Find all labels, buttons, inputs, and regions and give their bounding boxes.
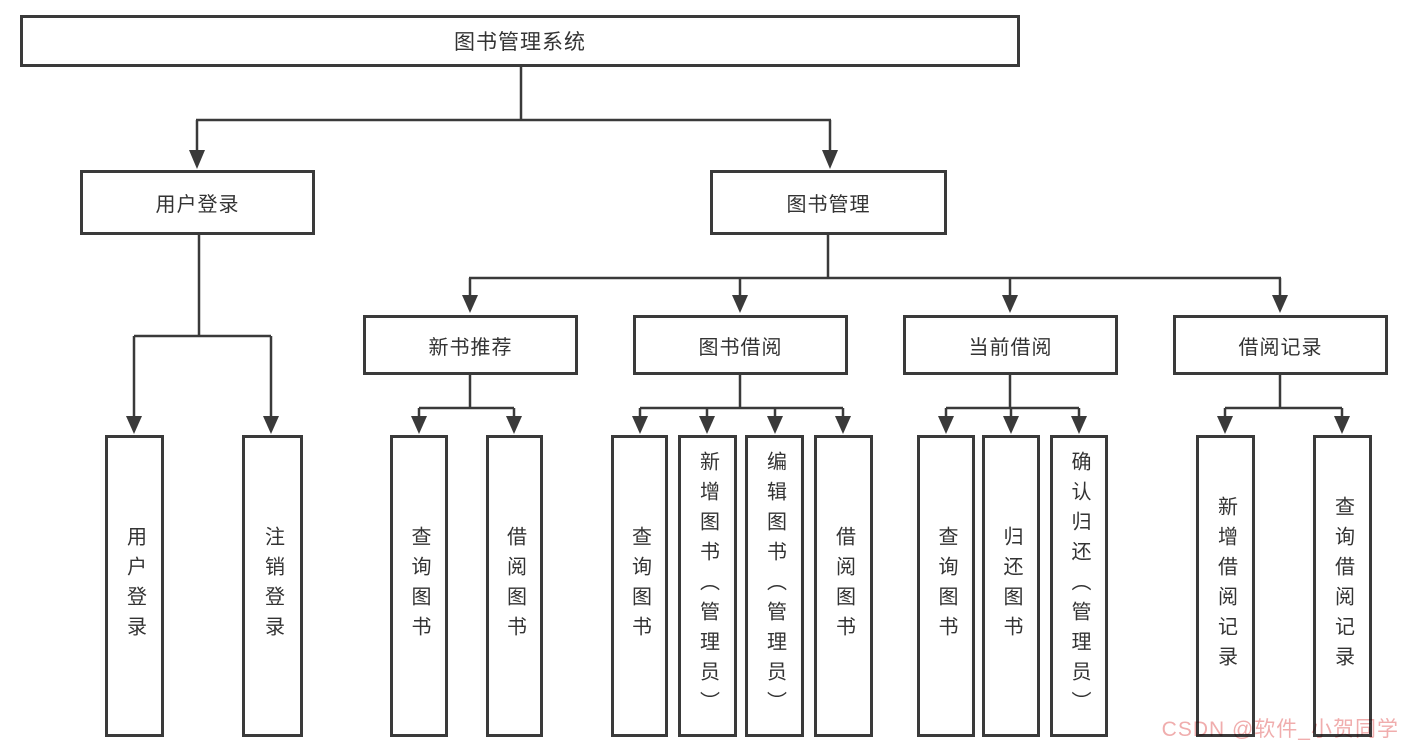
watermark: CSDN @软件_小贺同学: [1161, 718, 1399, 741]
leaf-add-books-admin: 新增图书（管理员）: [678, 435, 737, 737]
leaf-query-books-recommend: 查询图书: [390, 435, 448, 737]
leaf-query-books-borrowing: 查询图书: [611, 435, 668, 737]
leaf-edit-books-admin-label: 编辑图书（管理员）: [763, 451, 786, 721]
leaf-add-borrow-record: 新增借阅记录: [1196, 435, 1255, 737]
leaf-confirm-return-admin: 确认归还（管理员）: [1050, 435, 1108, 737]
leaf-add-books-admin-label: 新增图书（管理员）: [696, 451, 719, 721]
leaf-return-books: 归还图书: [982, 435, 1040, 737]
leaf-query-borrow-record-label: 查询借阅记录: [1331, 496, 1354, 676]
node-current-borrowing: 当前借阅: [903, 315, 1118, 375]
leaf-add-borrow-record-label: 新增借阅记录: [1214, 496, 1237, 676]
leaf-edit-books-admin: 编辑图书（管理员）: [745, 435, 804, 737]
leaf-logout: 注销登录: [242, 435, 303, 737]
node-borrowing-records: 借阅记录: [1173, 315, 1388, 375]
leaf-borrow-books-borrowing: 借阅图书: [814, 435, 873, 737]
leaf-return-books-label: 归还图书: [1000, 526, 1022, 646]
leaf-query-books-borrowing-label: 查询图书: [628, 526, 651, 646]
connector-book-borrowing-to-leaves: [632, 375, 851, 434]
node-borrowing-records-label: 借阅记录: [1238, 336, 1323, 359]
leaf-borrow-books-borrowing-label: 借阅图书: [832, 526, 855, 646]
node-root: 图书管理系统: [20, 15, 1020, 67]
connector-current-borrowing-to-leaves: [938, 375, 1087, 434]
leaf-logout-label: 注销登录: [261, 526, 284, 646]
leaf-user-login: 用户登录: [105, 435, 164, 737]
leaf-query-books-current: 查询图书: [917, 435, 975, 737]
leaf-borrow-books-recommend-label: 借阅图书: [503, 526, 526, 646]
connector-borrowing-records-to-leaves: [1217, 375, 1350, 434]
node-user-login: 用户登录: [80, 170, 315, 235]
node-book-management-label: 图书管理: [786, 194, 871, 216]
leaf-query-borrow-record: 查询借阅记录: [1313, 435, 1372, 737]
node-user-login-label: 用户登录: [155, 194, 240, 216]
connector-root-to-level2: [189, 67, 838, 169]
connector-book-management-to-level3: [462, 235, 1288, 313]
leaf-user-login-label: 用户登录: [123, 526, 146, 646]
connector-new-book-recommendation-to-leaves: [411, 375, 522, 434]
node-new-book-recommendation-label: 新书推荐: [428, 336, 513, 359]
leaf-query-books-recommend-label: 查询图书: [408, 526, 430, 646]
leaf-confirm-return-admin-label: 确认归还（管理员）: [1068, 451, 1090, 721]
node-book-borrowing-label: 图书借阅: [698, 336, 783, 359]
leaf-borrow-books-recommend: 借阅图书: [486, 435, 543, 737]
node-root-label: 图书管理系统: [454, 31, 586, 54]
connector-user-login-to-leaves: [126, 235, 279, 434]
node-new-book-recommendation: 新书推荐: [363, 315, 578, 375]
node-book-borrowing: 图书借阅: [633, 315, 848, 375]
leaf-query-books-current-label: 查询图书: [935, 526, 957, 646]
node-current-borrowing-label: 当前借阅: [968, 336, 1053, 359]
node-book-management: 图书管理: [710, 170, 947, 235]
